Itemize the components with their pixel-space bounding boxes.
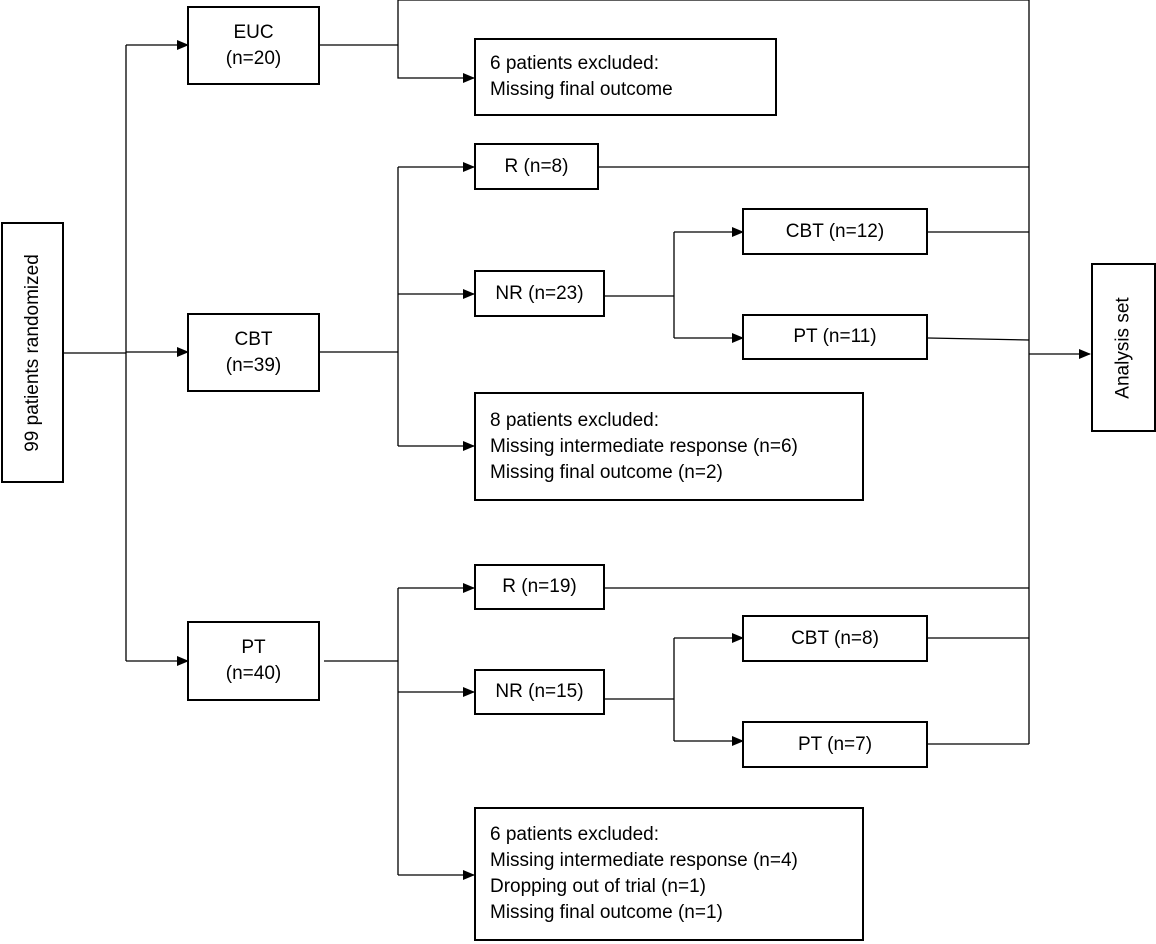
pt-excluded-reason-3: Missing final outcome (n=1) [490, 902, 723, 923]
randomized-label: 99 patients randomized [21, 253, 43, 452]
cbt-excluded-box: 8 patients excluded: Missing intermediat… [474, 392, 864, 501]
cbt-nonresponders-label: NR (n=23) [495, 282, 584, 304]
euc-name: EUC [233, 21, 274, 43]
pt-nr-pt-label: PT (n=7) [797, 733, 873, 755]
arrow-to-euc-excluded [397, 45, 475, 83]
pt-box: PT (n=40) [187, 621, 320, 701]
cbt-excluded-reason-1: Missing intermediate response (n=6) [490, 435, 798, 457]
pt-nr-cbt-label: CBT (n=8) [791, 627, 879, 649]
cbt-name: CBT [234, 328, 273, 350]
euc-to-top-line [397, 0, 1029, 45]
pt-excluded-reason-1: Missing intermediate response (n=4) [490, 850, 798, 871]
euc-count: (n=20) [225, 47, 282, 69]
pt-excluded-reason-2: Dropping out of trial (n=1) [490, 876, 706, 897]
pt-responders-label: R (n=19) [502, 576, 577, 597]
cbt-nr-pt-to-collector [927, 337, 1030, 341]
pt-excluded-box: 6 patients excluded: Missing intermediat… [474, 807, 864, 941]
cbt-nr-pt-box: PT (n=11) [742, 314, 928, 360]
euc-box: EUC (n=20) [187, 6, 320, 85]
cbt-box: CBT (n=39) [187, 313, 320, 392]
pt-nonresponders-label: NR (n=15) [495, 681, 584, 702]
pt-name: PT [241, 637, 266, 658]
analysis-set-label: Analysis set [1112, 296, 1134, 399]
pt-excluded-title: 6 patients excluded: [490, 824, 660, 845]
randomized-box: 99 patients randomized [1, 222, 64, 483]
analysis-set-box: Analysis set [1091, 263, 1156, 432]
cbt-nr-cbt-label: CBT (n=12) [785, 220, 885, 242]
cbt-count: (n=39) [225, 354, 282, 376]
cbt-nr-cbt-box: CBT (n=12) [742, 208, 928, 255]
cbt-excluded-title: 8 patients excluded: [490, 409, 660, 431]
pt-nr-pt-box: PT (n=7) [742, 721, 928, 768]
euc-excluded-title: 6 patients excluded: [490, 53, 660, 74]
cbt-excluded-reason-2: Missing final outcome (n=2) [490, 461, 723, 483]
cbt-responders-label: R (n=8) [504, 155, 569, 177]
euc-excluded-box: 6 patients excluded: Missing final outco… [474, 38, 777, 116]
pt-nr-cbt-box: CBT (n=8) [742, 615, 928, 662]
cbt-responders-box: R (n=8) [474, 143, 599, 190]
cbt-nonresponders-box: NR (n=23) [474, 270, 605, 317]
pt-responders-box: R (n=19) [474, 564, 605, 610]
cbt-nr-pt-label: PT (n=11) [793, 326, 877, 347]
pt-count: (n=40) [225, 663, 282, 684]
euc-excluded-reason: Missing final outcome [490, 79, 673, 100]
pt-nonresponders-box: NR (n=15) [474, 669, 605, 715]
